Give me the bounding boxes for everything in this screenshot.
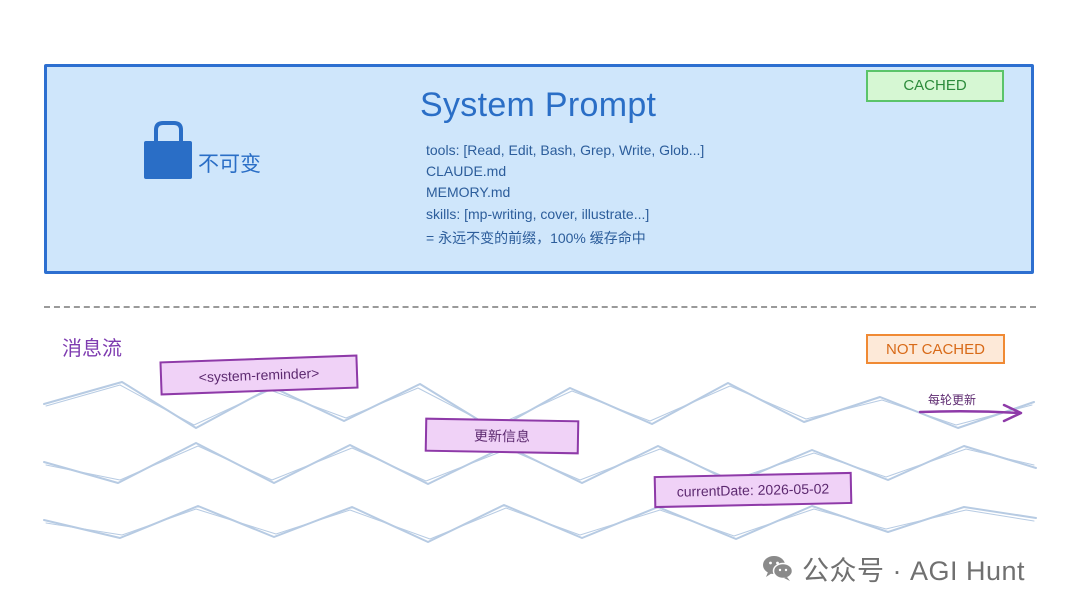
watermark-text: 公众号 · AGI Hunt bbox=[802, 555, 1026, 586]
lock-icon bbox=[144, 121, 192, 179]
cached-badge: CACHED bbox=[866, 70, 1004, 102]
section-divider bbox=[44, 306, 1036, 308]
prompt-line-summary: = 永远不变的前缀，100% 缓存命中 bbox=[426, 230, 646, 246]
immutable-label: 不可变 bbox=[198, 153, 261, 176]
arrow-right-icon bbox=[918, 403, 1023, 423]
panel-title: System Prompt bbox=[420, 86, 657, 124]
update-info-tag: 更新信息 bbox=[424, 417, 580, 455]
wechat-icon bbox=[763, 556, 794, 581]
prompt-line-memory-md: MEMORY.md bbox=[426, 184, 511, 200]
current-date-tag: currentDate: 2026-05-02 bbox=[653, 471, 853, 509]
wave-line-1-shadow bbox=[45, 384, 1033, 428]
message-stream-title: 消息流 bbox=[62, 338, 122, 360]
not-cached-badge: NOT CACHED bbox=[866, 334, 1005, 364]
prompt-line-claude-md: CLAUDE.md bbox=[426, 163, 507, 179]
watermark: 公众号 · AGI Hunt bbox=[762, 548, 1062, 588]
wave-line-3-shadow bbox=[45, 507, 1035, 540]
prompt-line-tools: tools: [Read, Edit, Bash, Grep, Write, G… bbox=[426, 142, 705, 158]
update-each-turn-label: 每轮更新 bbox=[928, 393, 977, 407]
wave-line-2-shadow bbox=[45, 445, 1035, 482]
system-reminder-tag: <system-reminder> bbox=[159, 354, 359, 396]
prompt-line-skills: skills: [mp-writing, cover, illustrate..… bbox=[426, 206, 650, 222]
